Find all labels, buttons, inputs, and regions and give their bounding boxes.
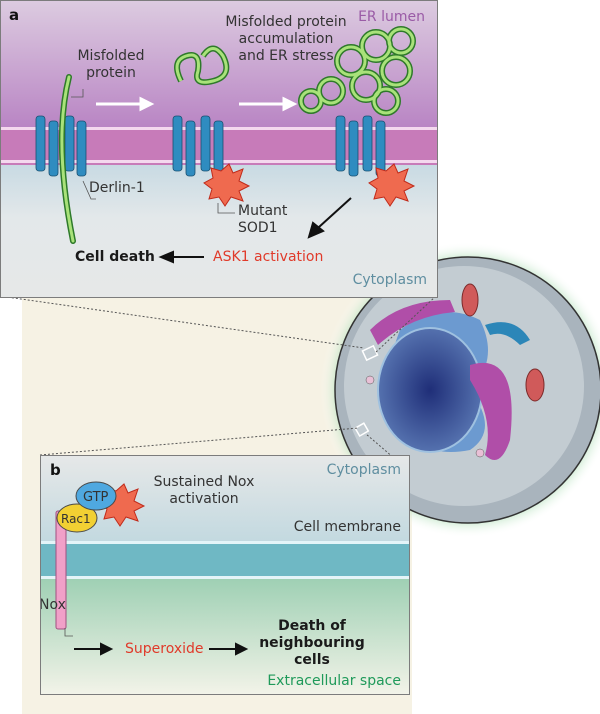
dotted-connector (39, 427, 359, 456)
sod1-label: SOD1 (238, 220, 278, 236)
extracellular-space-label: Extracellular space (267, 673, 401, 689)
death-line-3: cells (294, 652, 330, 668)
mutant-sod1-shape-2 (368, 163, 416, 207)
panel-b-graphics (41, 456, 409, 694)
er-lumen-label: ER lumen (358, 9, 425, 25)
mitochondrion-right (525, 368, 545, 402)
panel-a-graphics (1, 1, 437, 297)
mutant-sod1-label: Mutant SOD1 (238, 203, 287, 237)
extracellular-region (41, 579, 409, 694)
zoom-box-b (354, 422, 370, 437)
pathway-arrows-b (74, 642, 249, 656)
misfolded-protein-strand-highlight (60, 75, 75, 243)
protein-aggregate-highlight (299, 27, 415, 115)
nox-label: Nox (40, 597, 66, 613)
golgi-blue (485, 322, 530, 345)
mutant-sod1-shape-1 (203, 163, 251, 207)
nox-leader (64, 628, 73, 637)
rac1-oval (56, 503, 98, 533)
dotted-connector (375, 295, 437, 353)
cytoplasm-label-b: Cytoplasm (326, 462, 401, 478)
zoom-box-a (361, 344, 379, 362)
nucleus (377, 327, 483, 453)
sustained-nox-label: Sustained Nox activation (149, 474, 259, 508)
cytoplasm-label-a: Cytoplasm (352, 272, 427, 288)
sustained-line-1: Sustained Nox (153, 474, 255, 490)
panel-b: b Cytoplasm GTP Rac1 Sustained Nox activ… (40, 455, 410, 695)
cell-membrane-band (41, 541, 409, 579)
superoxide-label: Superoxide (125, 641, 204, 657)
lipid-heads-b (41, 541, 409, 579)
pathway-arrows (158, 197, 352, 264)
cell-membrane-label: Cell membrane (293, 519, 401, 535)
accumulation-line-2: accumulation (238, 31, 334, 47)
derlin-1-label: Derlin-1 (89, 180, 145, 196)
derlin-1-group-1 (35, 115, 87, 177)
vesicle (365, 375, 375, 385)
accumulation-line-3: and ER stress (238, 48, 334, 64)
death-line-1: Death of (278, 618, 346, 634)
sustained-line-2: activation (169, 491, 239, 507)
gtp-oval (75, 481, 117, 511)
derlin-1-group-2 (172, 115, 224, 177)
panel-a-letter: a (9, 6, 20, 24)
death-line-2: neighbouring (259, 635, 365, 651)
misfolded-protein-coil-highlight (175, 47, 228, 84)
panel-a: a ER lumen Misfolded protein Misfolded p… (0, 0, 438, 298)
mitochondrion-top (461, 283, 479, 317)
rac1-label: Rac1 (61, 512, 91, 526)
progression-arrows (96, 96, 298, 112)
dotted-connector (0, 295, 365, 349)
gtp-label: GTP (83, 490, 109, 505)
accumulation-label-group: Misfolded protein accumulation and ER st… (211, 14, 361, 65)
ask1-activation-label: ASK1 activation (213, 249, 324, 265)
label-leaders (71, 89, 235, 214)
accumulation-line-1: Misfolded protein (225, 14, 347, 30)
misfolded-protein-label: Misfolded protein (77, 48, 145, 81)
vesicle (475, 448, 485, 458)
cell-death-label: Cell death (75, 249, 155, 265)
golgi-top (370, 300, 455, 345)
death-of-neighbouring-cells-label: Death of neighbouring cells (253, 618, 371, 669)
mutant-label: Mutant (238, 203, 288, 219)
golgi-right (470, 362, 512, 460)
panel-b-letter: b (50, 461, 61, 479)
derlin-1-group-3 (335, 115, 386, 177)
